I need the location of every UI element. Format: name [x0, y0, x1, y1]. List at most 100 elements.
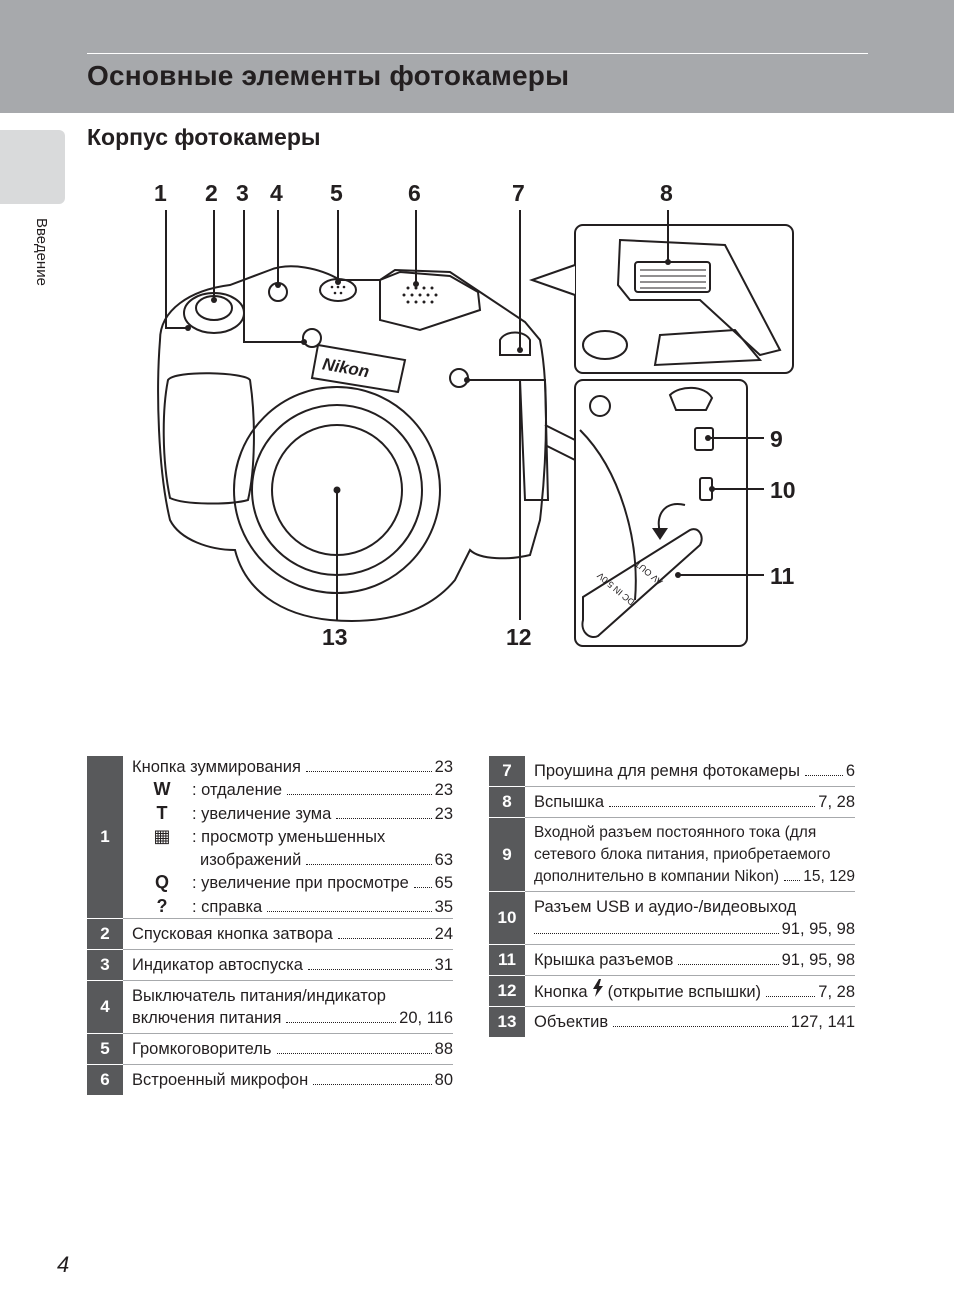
row-label-cont: дополнительно в компании Nikon) — [534, 867, 779, 885]
row-number: 8 — [489, 786, 525, 818]
callout-8: 8 — [660, 180, 673, 206]
row-number: 2 — [87, 918, 123, 950]
flash-housing — [379, 270, 482, 332]
table-row: 9 Входной разъем постоянного тока (для с… — [489, 817, 855, 892]
row-label: Выключатель питания/индикатор — [132, 987, 386, 1005]
callout-10: 10 — [770, 477, 796, 503]
row-number: 1 — [87, 756, 123, 919]
camera-brand-text: Nikon — [321, 354, 371, 381]
sub-label-cont: изображений — [200, 850, 302, 869]
sub-label: : просмотр уменьшенных — [192, 828, 386, 846]
row-label-cont: включения питания — [132, 1009, 282, 1027]
page-ref: 91, 95, 98 — [781, 920, 855, 938]
row-label: Проушина для ремня фотокамеры — [534, 762, 800, 780]
side-tab — [0, 130, 65, 204]
page-ref: 65 — [434, 874, 453, 892]
camera-body-outline — [157, 265, 547, 622]
row-text: Объектив 127, 141 — [525, 1007, 855, 1038]
row-text: Кнопка(открытие вспышки)7, 28 — [525, 975, 855, 1007]
callout-3: 3 — [236, 180, 249, 206]
row-text: Разъем USB и аудио-/видеовыход 91, 95, 9… — [525, 891, 855, 945]
page-ref: 23 — [434, 781, 453, 799]
ports-inset-eyelet — [668, 386, 714, 411]
callout-1: 1 — [154, 180, 167, 206]
row-number: 11 — [489, 944, 525, 976]
page-ref: 127, 141 — [790, 1013, 855, 1032]
leader-1 — [165, 210, 188, 329]
row-text: Входной разъем постоянного тока (для сет… — [525, 817, 855, 892]
self-timer-lamp-graphic — [302, 328, 322, 348]
callout-13: 13 — [322, 624, 348, 650]
sub-label: : справка — [192, 897, 263, 916]
page-ref: 6 — [845, 762, 855, 780]
row-number: 5 — [87, 1033, 123, 1065]
callout-2: 2 — [205, 180, 218, 206]
table-row: 5 Громкоговоритель 88 — [87, 1033, 453, 1065]
camera-figure: Nikon DC IN 5.0V AV OUT — [157, 210, 794, 647]
table-row: 4 Выключатель питания/индикатор включени… — [87, 980, 453, 1034]
playback-zoom-icon: Q — [154, 872, 169, 892]
page-ref: 7, 28 — [818, 793, 855, 811]
callout-7: 7 — [512, 180, 525, 206]
sub-label: : отдаление — [192, 781, 283, 799]
page-ref: 88 — [434, 1040, 453, 1058]
sub-label: : увеличение при просмотре — [192, 874, 409, 892]
help-icon: ? — [156, 895, 168, 916]
zoom-wide-icon: W — [153, 779, 171, 799]
page-ref: 15, 129 — [803, 867, 855, 885]
row-text: Громкоговоритель 88 — [123, 1033, 453, 1065]
header-band — [0, 0, 954, 113]
page-ref: 7, 28 — [818, 983, 855, 1001]
open-arrow-head — [652, 528, 668, 540]
connector-cover-graphic — [581, 528, 703, 638]
page-ref: 23 — [434, 804, 453, 823]
ports-inset-pointer — [544, 424, 576, 461]
camera-grip — [162, 372, 255, 505]
page-ref: 80 — [434, 1071, 453, 1090]
row-label-cont: сетевого блока питания, приобретаемого — [534, 845, 831, 863]
callout-6: 6 — [408, 180, 421, 206]
page-title: Основные элементы фотокамеры — [87, 60, 570, 91]
row-number: 4 — [87, 980, 123, 1034]
row-label: Вспышка — [534, 793, 605, 811]
section-title: Корпус фотокамеры — [87, 124, 321, 150]
callout-12: 12 — [506, 624, 532, 650]
strap-eyelet-graphic — [499, 331, 531, 356]
page-ref: 24 — [434, 925, 453, 943]
row-label-cont: (открытие вспышки) — [607, 983, 762, 1001]
flash-icon — [592, 979, 604, 1003]
callout-11: 11 — [770, 563, 795, 589]
header-rule — [87, 53, 868, 54]
page-ref: 31 — [434, 956, 453, 974]
row-label: Крышка разъемов — [534, 951, 674, 969]
page-ref: 20, 116 — [399, 1009, 453, 1027]
ports-inset-body-edge — [579, 429, 637, 601]
row-number: 6 — [87, 1064, 123, 1096]
side-tab-label: Введение — [33, 218, 50, 286]
row-number: 9 — [489, 817, 525, 892]
leader-3 — [243, 210, 304, 343]
nameplate — [310, 343, 407, 394]
callout-4: 4 — [270, 180, 283, 206]
table-row: 10 Разъем USB и аудио-/видеовыход 91, 95… — [489, 891, 855, 945]
row-text: Проушина для ремня фотокамеры 6 — [525, 756, 855, 787]
row-number: 12 — [489, 975, 525, 1007]
row-label: Встроенный микрофон — [132, 1071, 309, 1090]
page-ref: 63 — [434, 850, 453, 869]
flash-inset-housing — [653, 328, 763, 367]
row-text: Вспышка 7, 28 — [525, 786, 855, 818]
callout-5: 5 — [330, 180, 343, 206]
row-label: Объектив — [534, 1013, 609, 1032]
page-ref: 35 — [434, 897, 453, 916]
row-label: Громкоговоритель — [132, 1040, 272, 1058]
open-arrow-graphic — [657, 503, 686, 533]
